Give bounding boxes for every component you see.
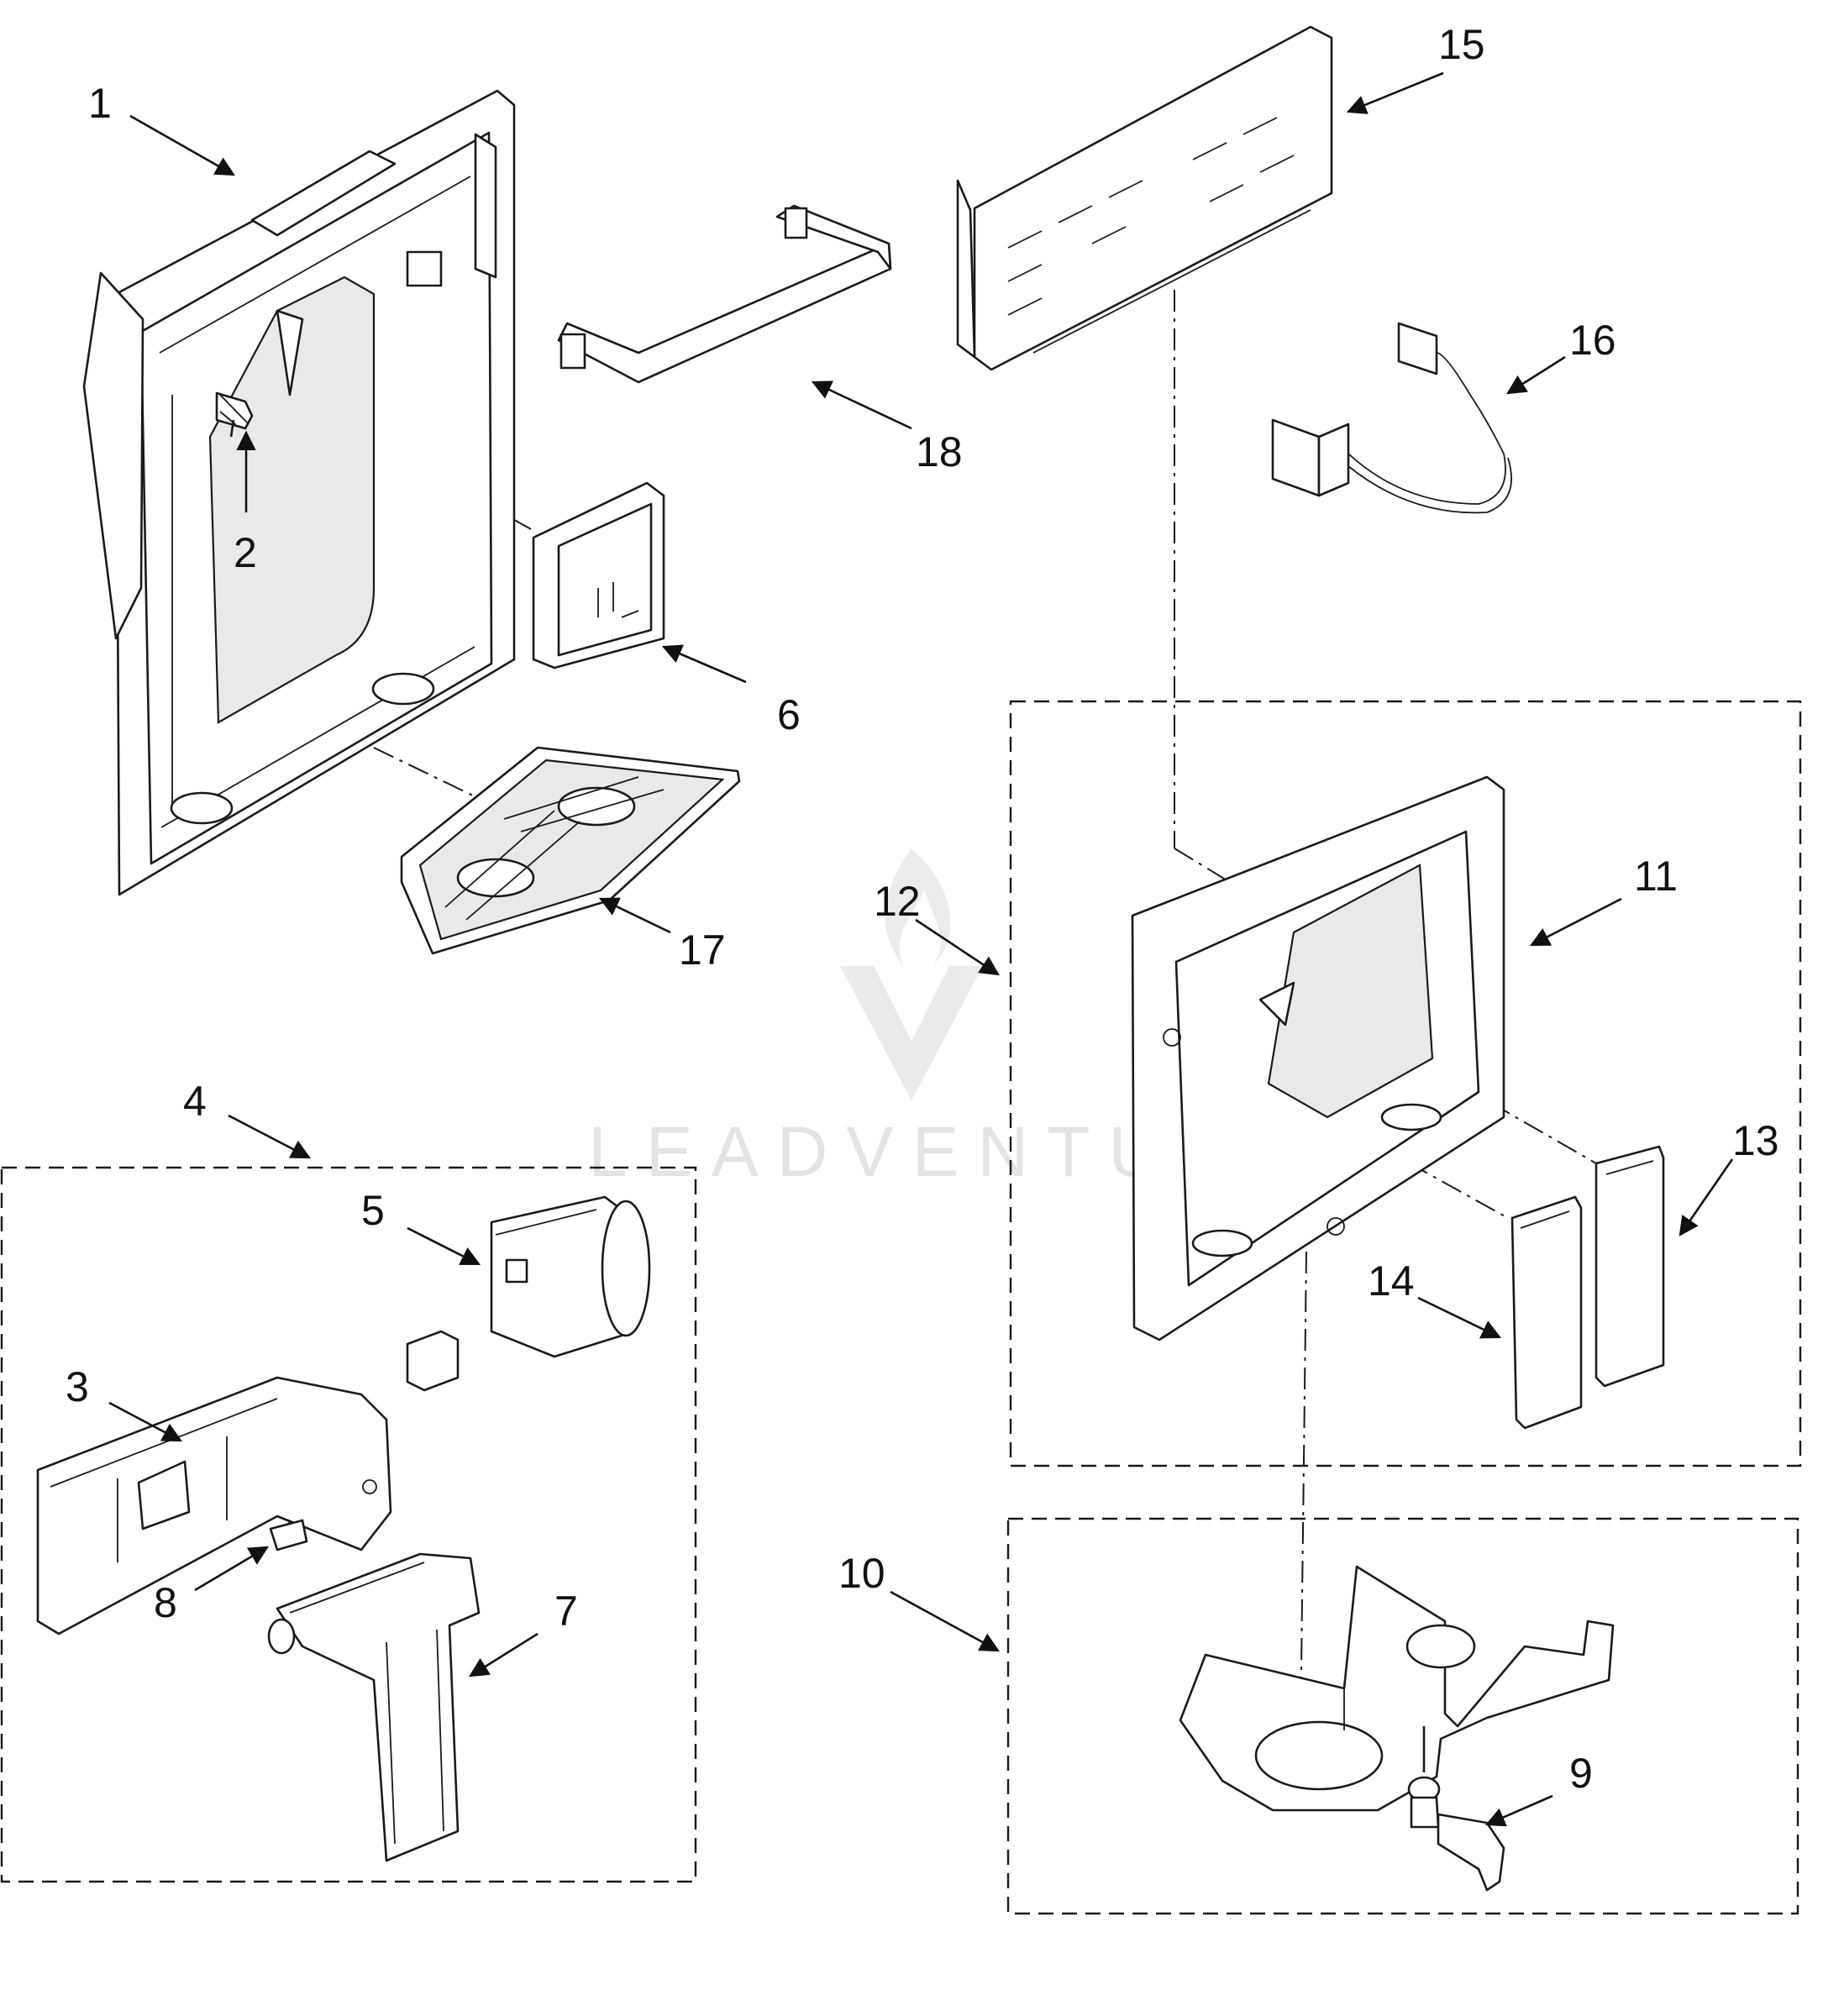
callout-8: 8 <box>154 1579 177 1626</box>
leader-5 <box>407 1226 481 1266</box>
callout-18: 18 <box>916 428 963 475</box>
part-1-dispenser-housing <box>82 89 516 896</box>
part-clip <box>406 1330 460 1392</box>
part-7-lever <box>267 1552 481 1862</box>
leader-16 <box>1506 355 1566 395</box>
part-17-drip-tray <box>400 746 741 955</box>
callout-7: 7 <box>554 1588 578 1635</box>
leader-17 <box>598 897 671 934</box>
callout-10: 10 <box>838 1550 885 1597</box>
callout-17: 17 <box>679 927 726 974</box>
callout-11: 11 <box>1634 853 1678 900</box>
leader-arrows <box>108 71 1734 1827</box>
part-10-ice-chute <box>1179 1565 1615 1812</box>
callout-14: 14 <box>1368 1257 1415 1305</box>
leader-14 <box>1417 1296 1502 1339</box>
part-9-valve <box>1407 1726 1505 1892</box>
part-6-cover <box>532 481 665 669</box>
leader-7 <box>469 1632 538 1677</box>
group-box-4 <box>0 1166 697 1883</box>
leader-11 <box>1529 897 1622 947</box>
leader-13 <box>1679 1158 1734 1236</box>
callout-3: 3 <box>66 1363 89 1410</box>
part-13-cap <box>1594 1145 1665 1388</box>
watermark-flame-icon <box>885 848 951 966</box>
callout-15: 15 <box>1438 21 1485 68</box>
part-2-screw <box>215 391 254 438</box>
leader-10 <box>890 1590 1001 1652</box>
part-14-cap <box>1510 1195 1583 1430</box>
callout-5: 5 <box>361 1187 385 1234</box>
callout-labels: 1 2 3 4 5 6 7 8 9 10 11 12 13 14 15 16 1… <box>66 21 1779 1797</box>
leader-4 <box>228 1114 312 1159</box>
part-3-actuator-bracket <box>36 1376 392 1635</box>
callout-1: 1 <box>88 80 112 127</box>
part-5-motor <box>490 1195 651 1358</box>
part-8-pin <box>269 1519 308 1551</box>
callout-2: 2 <box>234 529 257 576</box>
leader-8 <box>194 1546 270 1592</box>
part-16-wire-harness <box>1271 322 1512 514</box>
callout-9: 9 <box>1569 1750 1593 1797</box>
part-18-bracket <box>557 204 892 384</box>
leader-1 <box>129 114 236 176</box>
leader-9 <box>1484 1794 1553 1827</box>
callout-6: 6 <box>777 691 801 738</box>
part-15-control-panel <box>956 25 1333 371</box>
callout-16: 16 <box>1569 317 1616 364</box>
leader-6 <box>661 644 747 684</box>
callout-13: 13 <box>1732 1117 1779 1164</box>
group-box-10 <box>1006 1517 1799 1915</box>
callout-12: 12 <box>874 878 921 925</box>
leader-15 <box>1346 71 1444 114</box>
leader-3 <box>108 1401 183 1442</box>
leader-12 <box>915 918 1000 976</box>
callout-4: 4 <box>183 1078 207 1125</box>
leader-18 <box>811 381 912 430</box>
part-11-frame <box>1131 775 1505 1341</box>
watermark-v-icon <box>840 966 983 1100</box>
